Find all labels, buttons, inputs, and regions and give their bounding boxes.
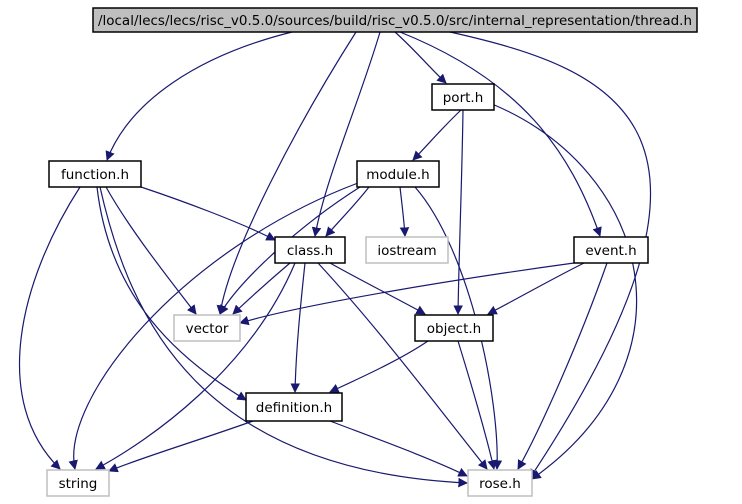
node-thread[interactable]: /local/lecs/lecs/risc_v0.5.0/sources/bui… bbox=[92, 7, 698, 33]
edge-object-to-definition bbox=[329, 340, 429, 393]
node-event-label: event.h bbox=[585, 243, 636, 259]
node-function-label: function.h bbox=[61, 167, 129, 183]
node-definition-box bbox=[245, 392, 343, 422]
edge-thread-to-function bbox=[105, 31, 293, 161]
node-definition[interactable]: definition.h bbox=[245, 392, 343, 422]
node-string-label: string bbox=[59, 476, 98, 492]
node-event[interactable]: event.h bbox=[573, 236, 649, 264]
node-module[interactable]: module.h bbox=[356, 160, 440, 188]
node-function-box bbox=[48, 160, 142, 188]
node-event-box bbox=[573, 236, 649, 264]
node-vector-label: vector bbox=[186, 321, 229, 337]
node-string-box bbox=[46, 469, 110, 497]
edge-port-to-module bbox=[412, 109, 462, 161]
edge-thread-to-vector bbox=[216, 31, 357, 315]
node-thread-label: /local/lecs/lecs/risc_v0.5.0/sources/bui… bbox=[98, 13, 692, 29]
node-port[interactable]: port.h bbox=[431, 83, 495, 111]
node-module-box bbox=[356, 160, 440, 188]
edge-thread-to-class bbox=[311, 31, 381, 237]
edge-class-to-object bbox=[329, 262, 426, 315]
edge-class-to-string bbox=[95, 262, 296, 470]
edge-object-to-rose bbox=[457, 340, 497, 470]
edge-module-to-string bbox=[68, 182, 359, 470]
edge-function-to-definition bbox=[96, 186, 247, 401]
node-thread-box bbox=[92, 7, 698, 33]
node-class-box bbox=[274, 236, 346, 264]
edge-event-to-object bbox=[487, 262, 585, 315]
node-object-box bbox=[414, 314, 494, 342]
node-definition-label: definition.h bbox=[256, 400, 332, 416]
edge-event-to-rose bbox=[517, 262, 608, 470]
node-iostream: iostream bbox=[365, 236, 449, 264]
node-iostream-box bbox=[365, 236, 449, 264]
edge-function-to-string bbox=[18, 186, 81, 470]
node-port-box bbox=[431, 83, 495, 111]
edge-port-to-rose bbox=[491, 103, 638, 480]
node-class-label: class.h bbox=[287, 243, 333, 259]
node-vector: vector bbox=[173, 314, 241, 342]
node-port-label: port.h bbox=[443, 90, 484, 106]
node-string: string bbox=[46, 469, 110, 497]
edge-event-to-vector bbox=[239, 262, 575, 326]
edge-function-to-vector bbox=[105, 186, 197, 315]
edge-module-to-class bbox=[325, 186, 370, 237]
edge-thread-to-port bbox=[394, 31, 447, 84]
edge-module-to-iostream bbox=[399, 186, 410, 237]
edge-function-to-class bbox=[140, 186, 276, 241]
node-vector-box bbox=[173, 314, 241, 342]
node-rose-label: rose.h bbox=[479, 476, 521, 492]
edge-class-to-rose bbox=[317, 262, 488, 470]
edge-definition-to-rose bbox=[329, 420, 468, 477]
node-rose: rose.h bbox=[467, 469, 533, 497]
edge-thread-to-rose bbox=[449, 31, 651, 479]
node-rose-box bbox=[467, 469, 533, 497]
edge-function-to-rose bbox=[99, 186, 468, 488]
edge-port-to-object bbox=[453, 109, 464, 315]
edge-thread-to-event bbox=[399, 31, 602, 237]
edge-definition-to-string bbox=[108, 420, 254, 473]
edge-class-to-definition bbox=[290, 262, 306, 393]
node-function[interactable]: function.h bbox=[48, 160, 142, 188]
node-iostream-label: iostream bbox=[377, 243, 436, 259]
node-object[interactable]: object.h bbox=[414, 314, 494, 342]
node-class[interactable]: class.h bbox=[274, 236, 346, 264]
nodes: /local/lecs/lecs/risc_v0.5.0/sources/bui… bbox=[46, 7, 698, 497]
edge-class-to-vector bbox=[232, 262, 291, 315]
edges bbox=[18, 31, 651, 488]
node-module-label: module.h bbox=[366, 167, 429, 183]
node-object-label: object.h bbox=[427, 321, 481, 337]
